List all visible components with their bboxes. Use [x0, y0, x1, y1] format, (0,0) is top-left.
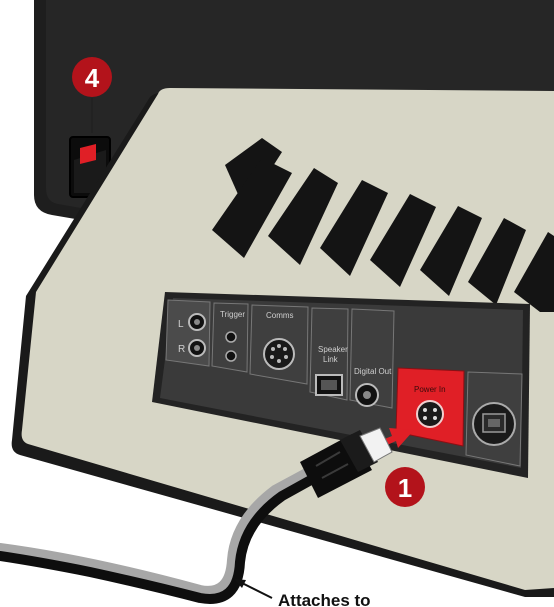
label-right: R — [178, 344, 185, 355]
step-4-number: 4 — [85, 63, 100, 93]
label-speaker: Speaker — [318, 345, 348, 354]
step-badge-1: 1 — [385, 467, 425, 507]
network-port-group — [466, 372, 522, 466]
rca-right-jack[interactable] — [189, 340, 205, 356]
rca-left-jack[interactable] — [189, 314, 205, 330]
caption-text: Attaches to — [278, 591, 371, 607]
label-link: Link — [323, 355, 339, 364]
trigger-ports: Trigger — [212, 303, 248, 372]
power-in-socket[interactable] — [417, 401, 443, 427]
comms-port-group: Comms — [250, 305, 308, 384]
network-port[interactable] — [473, 403, 515, 445]
step-1-number: 1 — [398, 473, 412, 503]
label-comms: Comms — [266, 311, 294, 320]
comms-din-port[interactable] — [264, 339, 294, 369]
label-trigger: Trigger — [220, 310, 245, 319]
step-badge-4: 4 — [72, 57, 112, 97]
trigger-jack-1[interactable] — [226, 332, 236, 342]
label-left: L — [178, 319, 184, 330]
digital-out-group: Digital Out — [350, 309, 394, 408]
label-digital-out: Digital Out — [354, 367, 392, 376]
speaker-link-group: Speaker Link — [310, 308, 348, 400]
caption-arrow — [234, 579, 272, 598]
speaker-link-rj45-port[interactable] — [316, 375, 342, 395]
trigger-jack-2[interactable] — [226, 351, 236, 361]
analog-inputs: L R — [166, 300, 210, 366]
label-power-in: Power In — [414, 385, 446, 394]
digital-out-jack[interactable] — [356, 384, 378, 406]
